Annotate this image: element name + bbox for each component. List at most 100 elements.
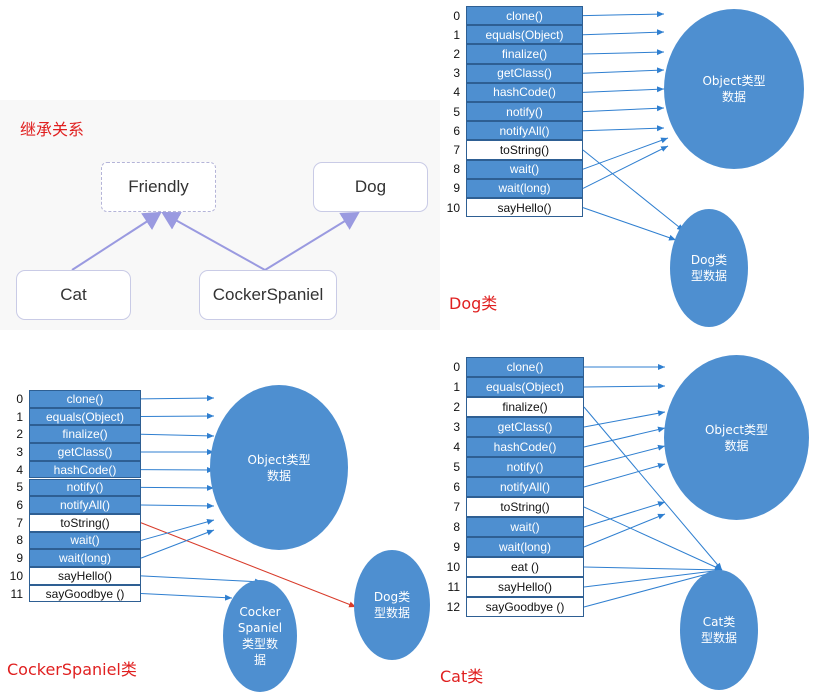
- method-pointer-arrow: [583, 463, 666, 488]
- method-pointer-arrow: [583, 410, 666, 428]
- method-index: 5: [453, 104, 460, 119]
- method-pointer-arrow: [583, 506, 723, 571]
- method-pointer-arrow: [582, 86, 665, 93]
- cat-to-friendly-arrow: [71, 211, 162, 271]
- method-pointer-arrow: [582, 29, 665, 36]
- method-row: notify(): [466, 102, 583, 122]
- method-index: 1: [453, 27, 460, 42]
- method-index: 6: [453, 123, 460, 138]
- method-pointer-arrow: [140, 432, 215, 439]
- method-row: finalize(): [466, 44, 583, 64]
- inheritance-title: 继承关系: [20, 120, 85, 139]
- method-row: notify(): [29, 478, 141, 497]
- method-pointer-arrow: [140, 529, 215, 559]
- method-index: 10: [9, 568, 23, 583]
- dog-panel-label: Dog类: [449, 294, 498, 313]
- method-index: 2: [16, 427, 23, 442]
- method-row: toString(): [466, 497, 584, 517]
- method-index: 7: [453, 500, 460, 514]
- method-index: 2: [453, 47, 460, 61]
- method-index: 8: [453, 520, 460, 534]
- method-pointer-arrow: [582, 49, 665, 56]
- method-row: finalize(): [466, 397, 584, 417]
- method-index: 9: [453, 540, 460, 554]
- method-row: hashCode(): [466, 437, 584, 457]
- method-pointer-arrow: [582, 145, 669, 189]
- cocker-object-data-ellipse: Object类型 数据: [210, 385, 348, 550]
- method-index: 11: [10, 586, 23, 601]
- method-pointer-arrow: [582, 125, 665, 132]
- cocker-panel-label: CockerSpaniel类: [7, 660, 137, 679]
- method-row: sayHello(): [29, 567, 141, 585]
- method-row: wait(): [466, 159, 583, 179]
- method-pointer-arrow: [582, 137, 669, 170]
- method-pointer-arrow: [140, 395, 215, 402]
- method-index: 3: [453, 420, 460, 434]
- cockerspaniel-class-node: CockerSpaniel: [199, 270, 337, 320]
- method-index: 6: [16, 498, 23, 513]
- method-row: toString(): [466, 140, 583, 160]
- method-row: getClass(): [466, 63, 583, 83]
- method-index: 3: [453, 66, 460, 81]
- cocker-class-data-ellipse: Cocker Spaniel 类型数 据: [223, 580, 297, 692]
- method-index: 5: [16, 480, 23, 495]
- method-index: 7: [16, 515, 23, 530]
- friendly-interface-node: Friendly: [101, 162, 216, 212]
- method-pointer-arrow: [582, 11, 665, 18]
- method-index: 1: [453, 380, 460, 394]
- method-pointer-arrow: [140, 518, 215, 541]
- method-index: 0: [16, 391, 23, 406]
- method-index: 8: [16, 533, 23, 548]
- method-row: clone(): [466, 357, 584, 377]
- method-index: 0: [453, 360, 460, 374]
- method-row: sayGoodbye (): [466, 597, 584, 617]
- cat-object-data-ellipse: Object类型 数据: [664, 355, 809, 520]
- method-pointer-arrow: [583, 513, 666, 548]
- method-index: 10: [446, 200, 460, 215]
- method-row: eat (): [466, 557, 584, 577]
- cocker-dog-data-ellipse: Dog类 型数据: [354, 550, 430, 660]
- method-index: 12: [446, 600, 460, 614]
- method-pointer-arrow: [582, 207, 677, 241]
- method-index: 1: [16, 409, 23, 424]
- method-row: wait(): [29, 531, 141, 550]
- method-index: 9: [16, 551, 23, 566]
- method-index: 8: [453, 162, 460, 177]
- method-index: 11: [447, 580, 460, 594]
- method-pointer-arrow: [583, 444, 666, 468]
- method-row: notify(): [466, 457, 584, 477]
- method-row: equals(Object): [466, 377, 584, 397]
- method-index: 4: [453, 440, 460, 454]
- method-pointer-arrow: [140, 502, 215, 509]
- method-pointer-arrow: [583, 406, 723, 571]
- method-index: 3: [16, 444, 23, 459]
- method-row: notifyAll(): [29, 496, 141, 514]
- method-row: equals(Object): [466, 25, 583, 45]
- method-row: hashCode(): [29, 460, 141, 479]
- cat-panel-label: Cat类: [440, 667, 484, 686]
- method-row: sayHello(): [466, 577, 584, 597]
- method-pointer-arrow: [140, 593, 233, 601]
- method-index: 10: [446, 560, 460, 574]
- method-row: toString(): [29, 513, 141, 532]
- method-pointer-arrow: [583, 426, 666, 448]
- method-row: clone(): [466, 6, 583, 26]
- method-row: wait(long): [29, 549, 141, 567]
- method-row: getClass(): [29, 443, 141, 461]
- method-pointer-arrow: [583, 568, 723, 608]
- method-pointer-arrow: [583, 567, 723, 588]
- cat-class-data-ellipse: Cat类 型数据: [680, 570, 758, 690]
- method-row: hashCode(): [466, 82, 583, 102]
- method-index: 2: [453, 400, 460, 414]
- dog-class-node: Dog: [313, 162, 428, 212]
- method-index: 4: [16, 462, 23, 477]
- method-row: equals(Object): [29, 407, 141, 426]
- method-row: sayHello(): [466, 198, 583, 218]
- method-index: 9: [453, 181, 460, 196]
- method-pointer-arrow: [140, 522, 357, 608]
- method-row: notifyAll(): [466, 477, 584, 497]
